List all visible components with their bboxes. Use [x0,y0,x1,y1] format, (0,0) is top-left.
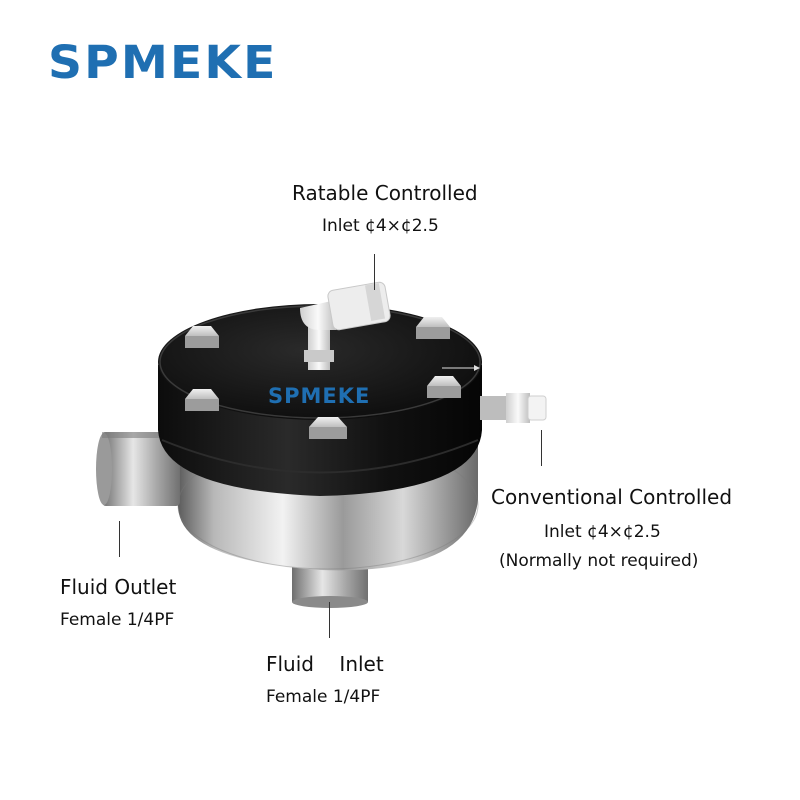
fluid-outlet-title: Fluid Outlet [60,575,177,599]
ratable-controlled-spec: Inlet ¢4×¢2.5 [322,216,439,236]
side-push-fitting [480,393,547,423]
brand-logo: SPMEKE [48,36,278,89]
top-elbow-fitting [300,281,391,370]
cap-bolts [185,317,461,439]
conventional-controlled-title: Conventional Controlled [491,485,733,509]
leader-line-conventional [541,430,542,466]
device-logo: SPMEKE [268,384,371,408]
conventional-controlled-note: (Normally not required) [499,551,699,571]
fluid-inlet-title: Fluid Inlet [266,652,384,676]
fluid-outlet-port [96,432,180,506]
leader-line-inlet [329,602,330,638]
conventional-controlled-spec: Inlet ¢4×¢2.5 [544,522,661,542]
leader-line-ratable [374,254,375,290]
leader-line-outlet [119,521,120,557]
fluid-inlet-spec: Female 1/4PF [266,687,381,707]
fluid-outlet-spec: Female 1/4PF [60,610,175,630]
ratable-controlled-title: Ratable Controlled [292,181,478,205]
